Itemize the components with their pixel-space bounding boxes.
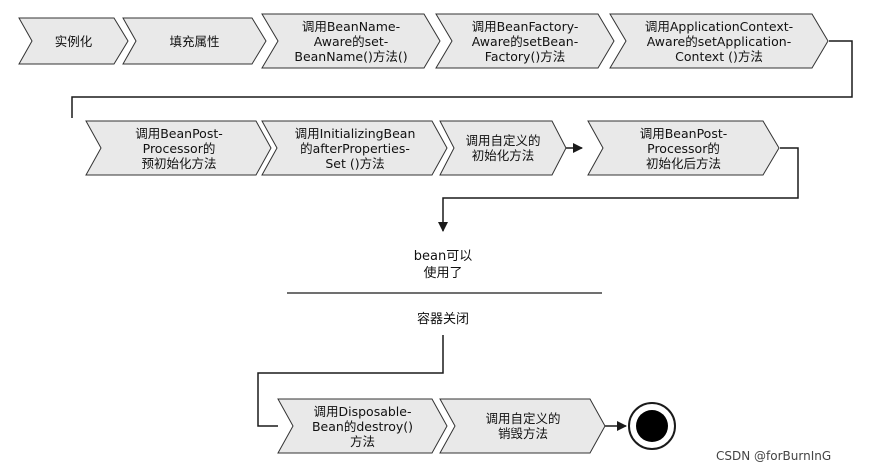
watermark-text: CSDN @forBurnInG [716,449,832,463]
state-container-close: 容器关闭 [416,312,469,327]
connector-row1-to-row2 [71,40,853,118]
step-shape-populate-properties [122,17,267,65]
step-set-bean-name: 调用BeanName- Aware的set- BeanName()方法() [294,18,408,64]
step-set-bean-factory: 调用BeanFactory- Aware的setBean- Factory()方… [471,18,579,64]
step-custom-init: 调用自定义的 初始化方法 [465,133,541,163]
step-shape-custom-init [439,120,567,176]
step-post-process-after-init: 调用BeanPost- Processor的 初始化后方法 [639,125,728,171]
end-state-icon [636,410,668,442]
step-shape-disposable-destroy [277,398,448,454]
step-shape-instantiate [18,17,129,65]
step-after-properties-set: 调用InitializingBean 的afterProperties- Set… [294,125,416,171]
step-disposable-destroy: 调用Disposable- Bean的destroy() 方法 [311,403,414,449]
step-shape-set-bean-name [261,13,441,69]
step-populate-properties: 填充属性 [169,33,220,49]
connector-state-to-row3 [257,335,444,427]
step-set-application-context: 调用ApplicationContext- Aware的setApplicati… [644,18,794,64]
connector-row2-to-state [438,147,799,232]
step-shape-custom-destroy [439,398,606,454]
step-post-process-before-init: 调用BeanPost- Processor的 预初始化方法 [135,125,223,171]
step-custom-destroy: 调用自定义的 销毁方法 [485,411,561,441]
step-shape-set-bean-factory [435,13,615,69]
step-shape-set-application-context [609,13,829,69]
state-bean-ready: bean可以 使用了 [413,249,473,281]
step-instantiate: 实例化 [54,33,93,49]
step-shape-post-process-after-init [587,120,780,176]
step-shape-after-properties-set [261,120,448,176]
step-shape-post-process-before-init [85,120,272,176]
